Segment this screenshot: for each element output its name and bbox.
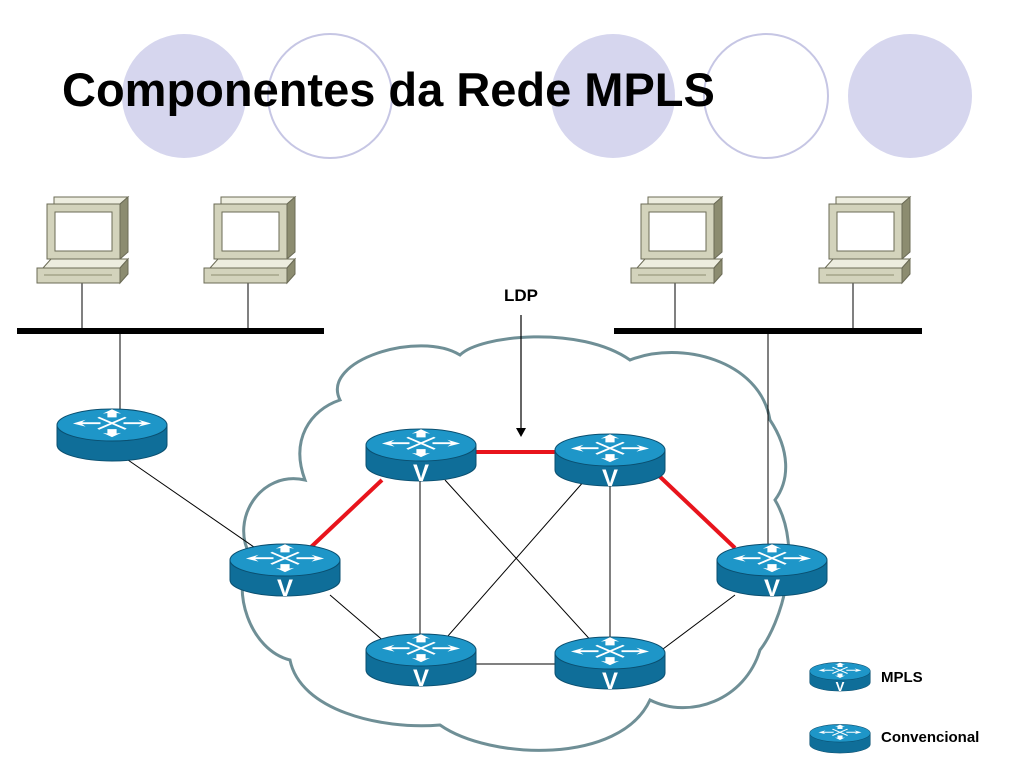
decor-circle: [122, 34, 246, 158]
ldp-label: LDP: [504, 286, 538, 305]
decor-circle: [267, 33, 393, 159]
legend-label-mpls: MPLS: [881, 669, 923, 686]
ldp-links: [308, 450, 737, 550]
computer-icon: [203, 196, 296, 284]
decor-circle: [703, 33, 829, 159]
legend: MPLS Convencional: [810, 662, 979, 753]
computer-icon: [36, 196, 129, 284]
network-links: [81, 283, 854, 665]
conventional-router-icon: [57, 409, 167, 461]
ldp-arrow-head: [516, 428, 526, 437]
decor-circle: [848, 34, 972, 158]
legend-mpls-router-icon: [810, 662, 871, 694]
title-decor: [122, 33, 972, 159]
legend-label-convencional: Convencional: [881, 729, 979, 746]
decor-circle: [551, 34, 675, 158]
computer-icon: [818, 196, 911, 284]
legend-conventional-router-icon: [810, 724, 871, 753]
computer-icon: [630, 196, 723, 284]
page-title: Componentes da Rede MPLS: [62, 63, 715, 116]
mpls-cloud: [240, 335, 791, 752]
